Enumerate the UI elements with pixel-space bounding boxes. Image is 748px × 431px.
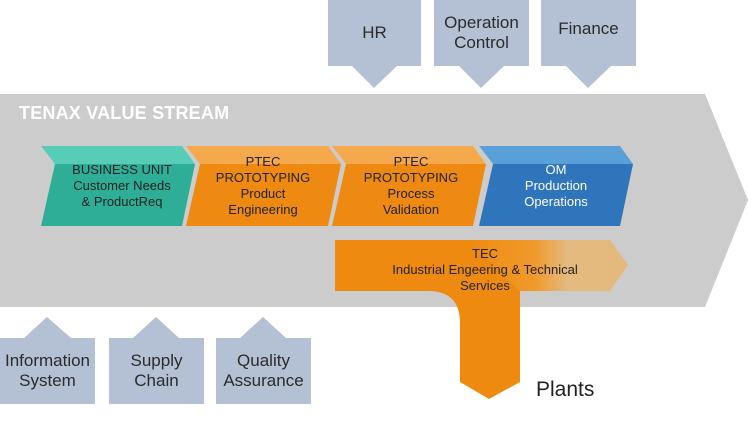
tec-label: TEC Industrial Engeering & Technical Ser… — [392, 246, 578, 293]
operation-control-label: Operation Control — [444, 13, 519, 52]
om-production-label: OM Production Operations — [524, 162, 588, 209]
information-system-label: Information System — [4, 351, 91, 390]
information-system-box — [0, 317, 95, 404]
plants-label: Plants — [536, 378, 595, 401]
stage-product-engineering — [186, 146, 341, 226]
product-engineering-label: PTEC PROTOTYPING Product Engineering — [215, 154, 311, 217]
finance-label: Finance — [558, 19, 619, 38]
tec-flow — [335, 240, 628, 399]
hr-box — [328, 0, 421, 88]
quality-assurance-box — [216, 317, 311, 404]
finance-box — [541, 0, 636, 88]
stage-business-unit — [41, 146, 195, 226]
stage-process-validation — [332, 146, 486, 226]
process-validation-label: PTEC PROTOTYPING Process Validation — [363, 154, 459, 217]
stage-om-production — [479, 146, 633, 226]
hr-label: HR — [362, 23, 387, 42]
supply-chain-box — [109, 317, 204, 404]
business-unit-label: BUSINESS UNIT Customer Needs & ProductRe… — [72, 162, 172, 209]
operation-control-box — [434, 0, 529, 88]
diagram-title: TENAX VALUE STREAM — [19, 103, 230, 123]
supply-chain-label: Supply Chain — [130, 351, 183, 390]
quality-assurance-label: Quality Assurance — [223, 351, 304, 390]
